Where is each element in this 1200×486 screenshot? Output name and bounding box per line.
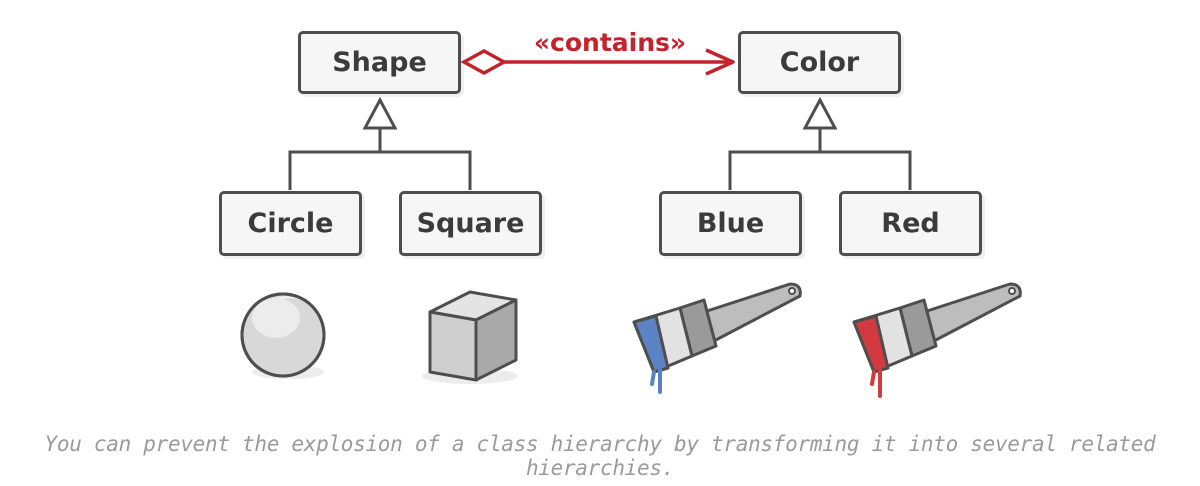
color-class-label: Color [779,47,860,78]
blue-class-box: Blue [659,191,802,256]
color-class-box: Color [738,31,901,94]
shape-class-label: Shape [332,47,427,78]
shape-class-box: Shape [298,31,461,94]
cube-illustration [422,290,518,384]
inheritance-triangle [802,96,838,130]
diagram-connectors: Color --> [240,48,1022,398]
red-class-label: Red [881,208,940,239]
aggregation-diamond [460,49,508,75]
blue-paintbrush-illustration [632,282,802,394]
color-inheritance [728,96,912,190]
shape-inheritance [288,96,472,190]
arrow-head [705,48,735,76]
contains-relation-label: «contains» [533,28,687,57]
circle-class-box: Circle [219,191,362,256]
square-class-box: Square [399,191,542,256]
red-class-box: Red [839,191,982,256]
square-class-label: Square [416,208,525,239]
aggregation-arrow [460,48,735,76]
inheritance-triangle [362,96,398,130]
circle-class-label: Circle [247,208,334,239]
red-paintbrush-illustration [852,282,1022,398]
figure-caption: You can prevent the explosion of a class… [44,432,1156,480]
blue-class-label: Blue [696,208,765,239]
sphere-illustration [240,292,326,379]
